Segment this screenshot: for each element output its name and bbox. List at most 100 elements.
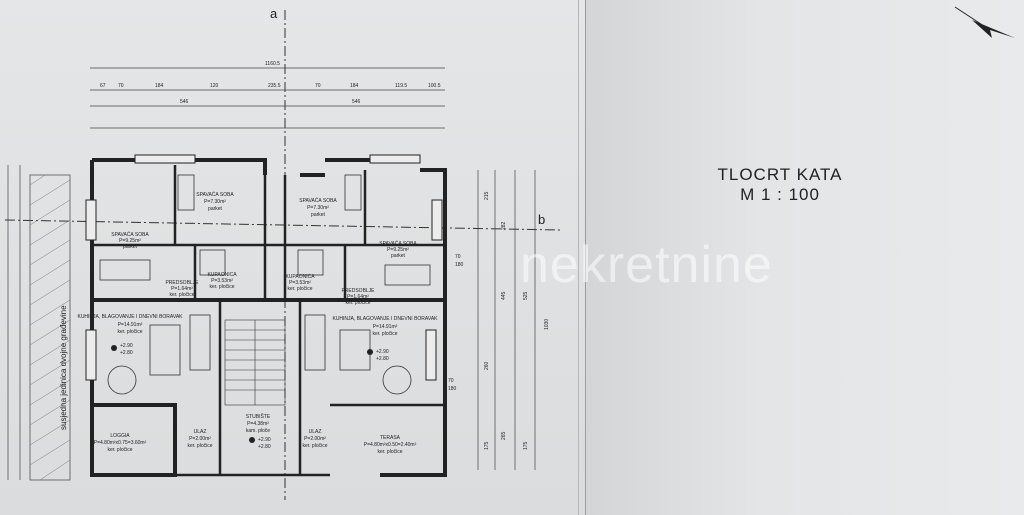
svg-text:ULAZ: ULAZ bbox=[194, 429, 207, 435]
svg-text:P=4.38m²: P=4.38m² bbox=[247, 421, 269, 427]
svg-text:184: 184 bbox=[155, 83, 164, 89]
room-bathroom-2: KUPAONICA P=3.53m² ker. pločice bbox=[285, 274, 315, 292]
svg-text:SPAVAĆA SOBA: SPAVAĆA SOBA bbox=[379, 240, 417, 247]
room-bedroom-1: SPAVAĆA SOBA P=9.25m² parket bbox=[111, 231, 149, 250]
svg-text:+2.80: +2.80 bbox=[258, 444, 271, 450]
axis-b-label: b bbox=[538, 212, 545, 227]
svg-text:P=9.25m²: P=9.25m² bbox=[387, 247, 409, 253]
svg-text:215: 215 bbox=[484, 191, 490, 200]
drawing-scale: M 1 : 100 bbox=[740, 185, 820, 204]
drawing-sheet-right bbox=[586, 0, 1024, 515]
svg-text:ker. pločice: ker. pločice bbox=[107, 447, 132, 453]
svg-text:parket: parket bbox=[208, 206, 223, 212]
svg-text:184: 184 bbox=[350, 83, 359, 89]
svg-text:70: 70 bbox=[455, 254, 461, 260]
svg-text:265: 265 bbox=[501, 431, 507, 440]
svg-text:P=4.80m²x0.75=3.60m²: P=4.80m²x0.75=3.60m² bbox=[94, 440, 147, 446]
svg-text:P=7.30m²: P=7.30m² bbox=[307, 205, 329, 211]
svg-text:KUHINJA, BLAGOVANJE I DNEVNI B: KUHINJA, BLAGOVANJE I DNEVNI BORAVAK bbox=[332, 316, 438, 322]
svg-text:ker. pločice: ker. pločice bbox=[302, 443, 327, 449]
room-hallway-2: PREDSOBLJE P=1.64m² ker. pločice bbox=[341, 288, 375, 306]
svg-text:parket: parket bbox=[391, 253, 406, 259]
room-loggia: LOGGIA P=4.80m²x0.75=3.60m² ker. pločice bbox=[94, 433, 147, 453]
svg-text:282: 282 bbox=[501, 221, 507, 230]
svg-text:P=1.64m²: P=1.64m² bbox=[347, 294, 369, 300]
floor-plan: a b 1160.5 67 70 184 120 235.5 70 184 11… bbox=[4, 6, 561, 500]
svg-text:parket: parket bbox=[311, 212, 326, 218]
title-block: TLOCRT KATA M 1 : 100 bbox=[700, 165, 860, 205]
svg-text:P=7.30m²: P=7.30m² bbox=[204, 199, 226, 205]
svg-text:445: 445 bbox=[501, 291, 507, 300]
svg-text:P=14.91m²: P=14.91m² bbox=[373, 324, 398, 330]
watermark: nekretnine bbox=[520, 236, 773, 294]
sheet-fold-line bbox=[578, 0, 579, 515]
svg-text:ker. pločice: ker. pločice bbox=[117, 329, 142, 335]
north-arrow-icon bbox=[954, 6, 1015, 38]
svg-text:KUPAONICA: KUPAONICA bbox=[285, 274, 315, 280]
svg-text:PREDSOBLJE: PREDSOBLJE bbox=[341, 288, 375, 294]
svg-text:ker. pločice: ker. pločice bbox=[169, 292, 194, 298]
svg-text:260: 260 bbox=[484, 361, 490, 370]
room-bathroom-1: KUPAONICA P=3.53m² ker. pločice bbox=[207, 272, 237, 290]
room-entrance-2: ULAZ P=2.00m² ker. pločice bbox=[302, 429, 327, 449]
svg-text:119.5: 119.5 bbox=[395, 83, 407, 89]
svg-text:175: 175 bbox=[484, 441, 490, 450]
svg-text:ker. pločice: ker. pločice bbox=[345, 300, 370, 306]
svg-text:70: 70 bbox=[315, 83, 321, 89]
svg-text:KUPAONICA: KUPAONICA bbox=[207, 272, 237, 278]
svg-text:100.5: 100.5 bbox=[428, 83, 441, 89]
svg-text:ULAZ: ULAZ bbox=[309, 429, 322, 435]
room-hallway-1: PREDSOBLJE P=1.64m² ker. pločice bbox=[165, 280, 199, 298]
neighbor-hatch bbox=[29, 174, 71, 481]
svg-text:PREDSOBLJE: PREDSOBLJE bbox=[165, 280, 199, 286]
level-marker-icon bbox=[367, 349, 373, 355]
svg-text:SPAVAĆA SOBA: SPAVAĆA SOBA bbox=[299, 197, 337, 204]
svg-text:525: 525 bbox=[523, 291, 529, 300]
room-bedroom-4: SPAVAĆA SOBA P=9.25m² parket bbox=[379, 240, 417, 259]
svg-text:P=9.25m²: P=9.25m² bbox=[119, 238, 141, 244]
room-living-1: KUHINJA, BLAGOVANJE I DNEVNI BORAVAK P=1… bbox=[77, 314, 183, 335]
svg-text:+2.80: +2.80 bbox=[376, 356, 389, 362]
svg-text:KUHINJA, BLAGOVANJE I DNEVNI B: KUHINJA, BLAGOVANJE I DNEVNI BORAVAK bbox=[77, 314, 183, 320]
svg-text:LOGGIA: LOGGIA bbox=[110, 433, 130, 439]
svg-text:120: 120 bbox=[210, 83, 219, 89]
svg-text:TERASA: TERASA bbox=[380, 435, 401, 441]
svg-text:+2.80: +2.80 bbox=[120, 350, 133, 356]
svg-text:P=2.00m²: P=2.00m² bbox=[189, 436, 211, 442]
svg-text:+2.90: +2.90 bbox=[258, 437, 271, 443]
svg-text:P=14.91m²: P=14.91m² bbox=[118, 322, 143, 328]
axis-a-label: a bbox=[270, 6, 278, 21]
room-bedroom-3: SPAVAĆA SOBA P=7.30m² parket bbox=[299, 197, 337, 218]
level-marker-icon bbox=[111, 345, 117, 351]
svg-text:235.5: 235.5 bbox=[268, 83, 281, 89]
svg-text:ker. pločice: ker. pločice bbox=[187, 443, 212, 449]
svg-text:175: 175 bbox=[523, 441, 529, 450]
dim-overall: 1160.5 bbox=[265, 61, 280, 67]
svg-text:+2.90: +2.90 bbox=[376, 349, 389, 355]
drawing-sheet-left bbox=[0, 0, 586, 515]
svg-text:67: 67 bbox=[100, 83, 106, 89]
room-staircase: STUBIŠTE P=4.38m² kam. ploče bbox=[246, 413, 271, 434]
level-marker-icon bbox=[249, 437, 255, 443]
svg-text:P=2.00m²: P=2.00m² bbox=[304, 436, 326, 442]
svg-text:parket: parket bbox=[123, 244, 138, 250]
svg-text:P=3.53m²: P=3.53m² bbox=[289, 280, 311, 286]
neighbor-label: susjedna jedinica dvojne građevine bbox=[59, 305, 68, 430]
svg-text:180: 180 bbox=[448, 386, 457, 392]
svg-text:ker. pločice: ker. pločice bbox=[209, 284, 234, 290]
svg-text:ker. pločice: ker. pločice bbox=[372, 331, 397, 337]
svg-text:180: 180 bbox=[455, 262, 464, 268]
svg-text:SPAVAĆA SOBA: SPAVAĆA SOBA bbox=[196, 191, 234, 198]
svg-text:70: 70 bbox=[118, 83, 124, 89]
svg-text:P=4.80m²x0.50=2.40m²: P=4.80m²x0.50=2.40m² bbox=[364, 442, 417, 448]
axis-b-line bbox=[4, 219, 561, 231]
svg-text:546: 546 bbox=[352, 99, 361, 105]
svg-text:ker. pločice: ker. pločice bbox=[287, 286, 312, 292]
svg-text:1030: 1030 bbox=[544, 319, 550, 330]
room-terrace: TERASA P=4.80m²x0.50=2.40m² ker. pločice bbox=[364, 435, 417, 455]
stair-steps bbox=[224, 319, 286, 406]
svg-text:P=3.53m²: P=3.53m² bbox=[211, 278, 233, 284]
svg-text:SPAVAĆA SOBA: SPAVAĆA SOBA bbox=[111, 231, 149, 238]
room-bedroom-2: SPAVAĆA SOBA P=7.30m² parket bbox=[196, 191, 234, 212]
room-living-2: KUHINJA, BLAGOVANJE I DNEVNI BORAVAK P=1… bbox=[332, 316, 438, 337]
